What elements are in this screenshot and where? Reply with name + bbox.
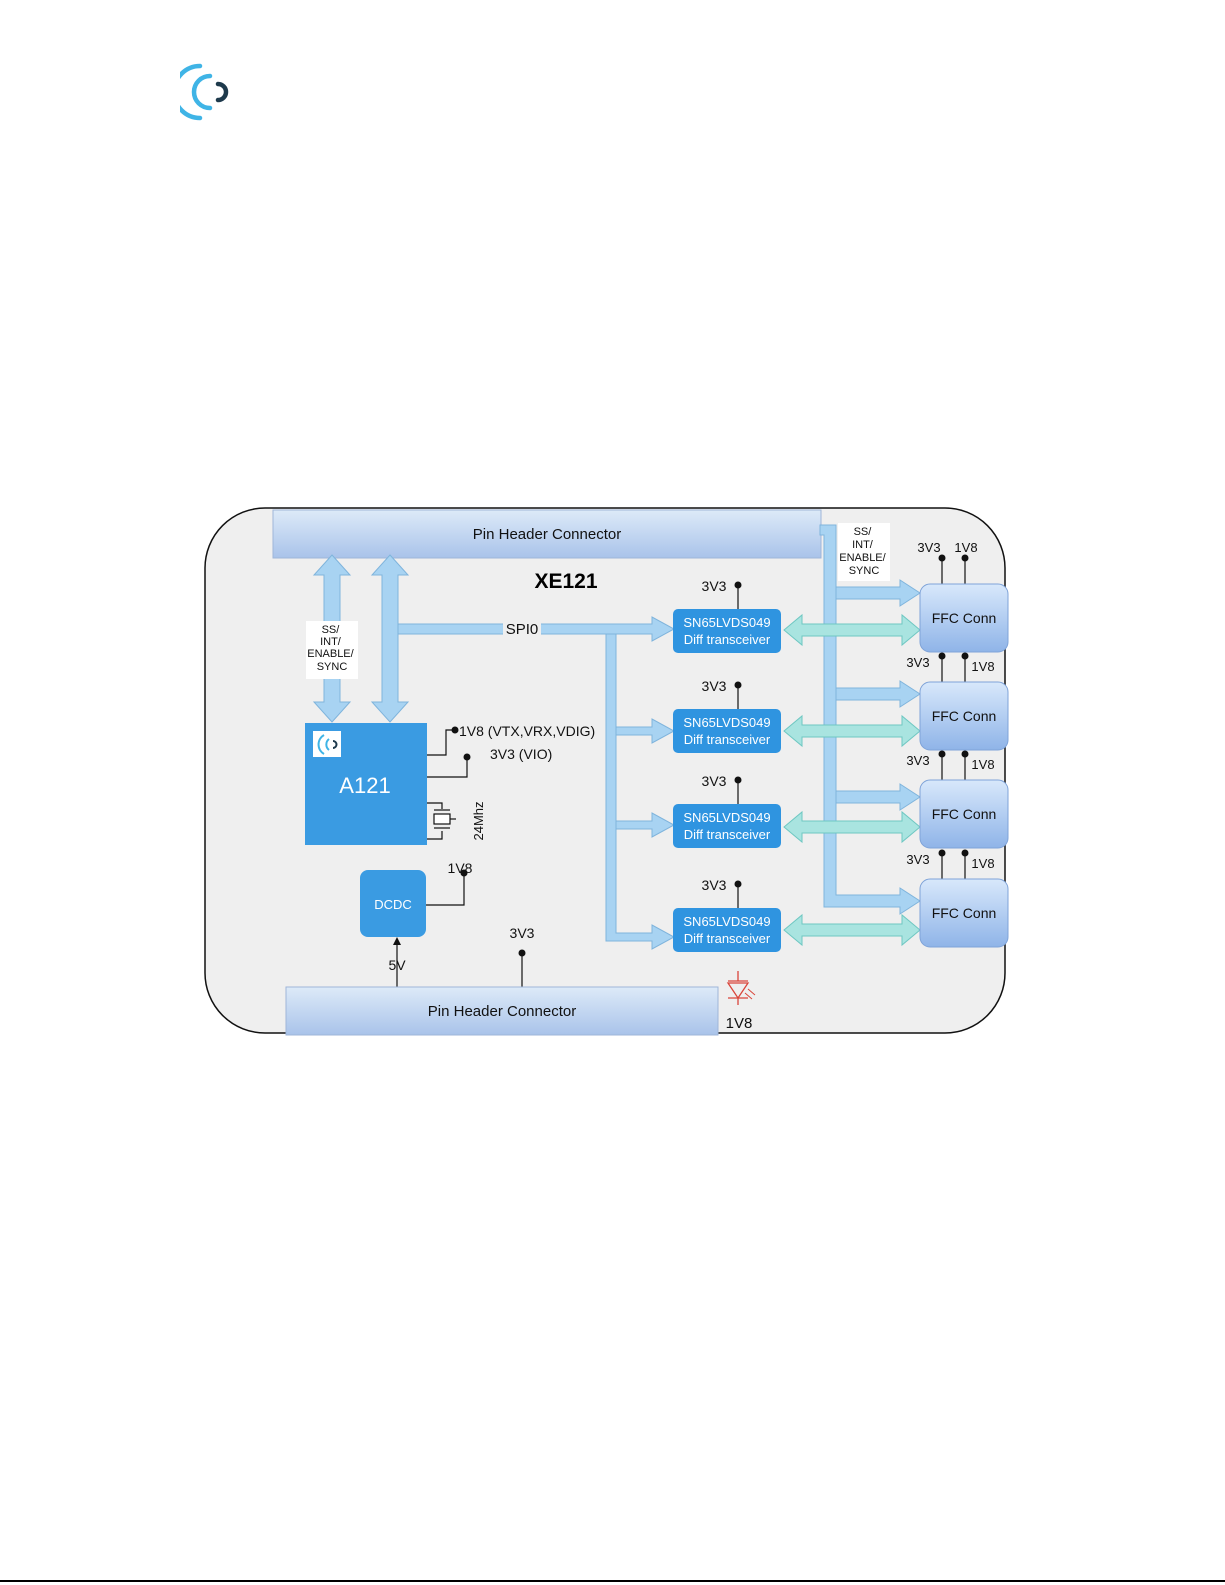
ss-bus-branch (835, 680, 921, 708)
ffc-connector-box (919, 583, 1009, 653)
spi-bus-branch (605, 633, 676, 950)
top-pin-header (272, 509, 822, 559)
bottom-pin-header-label: Pin Header Connector (428, 1003, 576, 1020)
rail-1v8-label: 1V8 (VTX,VRX,VDIG) (459, 723, 595, 739)
transceiver-box (673, 609, 781, 653)
transceiver-part-label: SN65LVDS049 (683, 914, 770, 929)
led-diode-icon (726, 971, 756, 1005)
transceiver-box (673, 709, 781, 753)
ffc-3v3-label: 3V3 (906, 753, 929, 768)
rail-3v3-label: 3V3 (VIO) (490, 746, 552, 762)
bottom-3v3-label: 3V3 (510, 925, 535, 941)
crystal-label: 24Mhz (471, 801, 486, 840)
ffc-connector-label: FFC Conn (932, 806, 997, 822)
ffc-1v8-label: 1V8 (971, 659, 994, 674)
ffc-connector-label: FFC Conn (932, 610, 997, 626)
ffc-1v8-label: 1V8 (971, 856, 994, 871)
bottom-pin-header (285, 986, 719, 1036)
acconeer-logo-icon (180, 63, 229, 121)
ss-bus-branch (835, 783, 921, 811)
transceiver-desc-label: Diff transceiver (684, 827, 771, 842)
transceiver-part-label: SN65LVDS049 (683, 615, 770, 630)
ss-bus-branch (835, 579, 921, 607)
transceiver-desc-label: Diff transceiver (684, 632, 771, 647)
dcdc-out-label: 1V8 (448, 860, 473, 876)
ss-label-left: SS/ INT/ ENABLE/ SYNC (307, 624, 357, 673)
ffc-1v8-label: 1V8 (971, 757, 994, 772)
transceiver-part-label: SN65LVDS049 (683, 715, 770, 730)
ffc-connector-box (919, 779, 1009, 849)
ffc-connector-box (919, 681, 1009, 751)
dcdc-block (360, 870, 426, 937)
ss-label-right: SS/ INT/ ENABLE/ SYNC (839, 526, 889, 577)
crystal-oscillator-icon (427, 802, 456, 840)
a121-label: A121 (339, 773, 390, 798)
ffc-1v8-label: 1V8 (954, 540, 977, 555)
ss-label-right-box (838, 523, 890, 581)
transceiver-supply-label: 3V3 (702, 578, 727, 594)
spi-bus-arrow-vertical (370, 554, 410, 723)
ffc-connector-box (919, 878, 1009, 948)
transceiver-supply-label: 3V3 (702, 877, 727, 893)
dcdc-in-label: 5V (388, 957, 406, 973)
transceiver-box (673, 804, 781, 848)
transceiver-box (673, 908, 781, 952)
transceiver-desc-label: Diff transceiver (684, 732, 771, 747)
spi-bus-branch (615, 812, 676, 838)
dcdc-label: DCDC (374, 897, 412, 912)
transceiver-supply-label: 3V3 (702, 773, 727, 789)
board-title: XE121 (534, 570, 597, 593)
ffc-connector-label: FFC Conn (932, 708, 997, 724)
ffc-3v3-label: 3V3 (917, 540, 940, 555)
led-rail-label: 1V8 (726, 1015, 753, 1032)
spi-bus-branch (615, 718, 676, 744)
xe121-block-diagram: Pin Header Connector XE121 SS/ INT/ ENAB… (204, 507, 1009, 1036)
transceiver-part-label: SN65LVDS049 (683, 810, 770, 825)
spi-label: SPI0 (506, 621, 539, 638)
top-pin-header-label: Pin Header Connector (473, 526, 621, 543)
ss-label-left-box (306, 621, 358, 679)
footer-rule (0, 1580, 1225, 1582)
transceiver-supply-label: 3V3 (702, 678, 727, 694)
ffc-connector-label: FFC Conn (932, 905, 997, 921)
a121-logo-icon (317, 734, 338, 755)
transceiver-desc-label: Diff transceiver (684, 931, 771, 946)
ffc-3v3-label: 3V3 (906, 852, 929, 867)
ffc-3v3-label: 3V3 (906, 655, 929, 670)
